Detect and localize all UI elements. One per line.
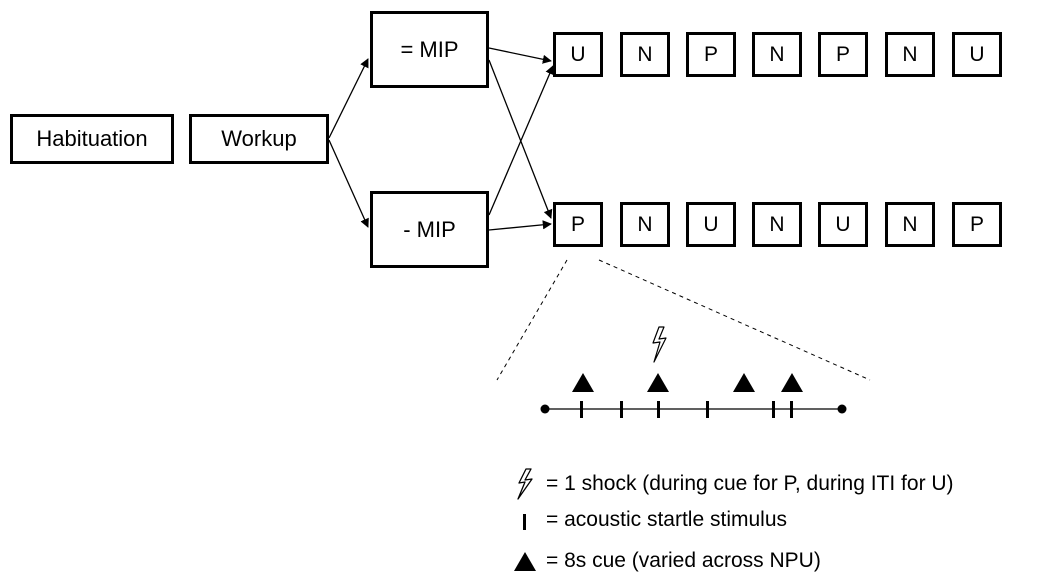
seq-bottom-6-label: N <box>902 212 918 236</box>
seq-bottom-1-label: P <box>570 212 585 236</box>
lightning-bolt-icon <box>512 468 538 500</box>
seq-top-3-label: P <box>703 42 718 66</box>
cue-triangle <box>781 373 803 392</box>
seq-top-1: U <box>553 32 603 77</box>
legend-startle: = acoustic startle stimulus <box>512 508 787 532</box>
mip-minus-label: - MIP <box>403 216 456 242</box>
arrow-mip-plus-to-top <box>488 47 552 64</box>
seq-bottom-1: P <box>553 202 603 247</box>
seq-bottom-2: N <box>620 202 670 247</box>
habituation-box: Habituation <box>10 114 174 164</box>
arrow-mip-minus-to-top <box>488 65 554 216</box>
seq-bottom-2-label: N <box>637 212 653 236</box>
seq-bottom-6: N <box>885 202 935 247</box>
seq-bottom-5: U <box>818 202 868 247</box>
seq-bottom-3: U <box>686 202 736 247</box>
arrow-mip-minus-to-bottom <box>488 220 552 231</box>
cue-triangle <box>733 373 755 392</box>
seq-top-5: P <box>818 32 868 77</box>
seq-bottom-5-label: U <box>835 212 851 236</box>
seq-top-2: N <box>620 32 670 77</box>
arrow-workup-to-mip-plus <box>328 58 369 139</box>
seq-bottom-4-label: N <box>769 212 785 236</box>
seq-top-7-label: U <box>969 42 985 66</box>
seq-bottom-7-label: P <box>969 212 984 236</box>
workup-box: Workup <box>189 114 329 164</box>
arrow-mip-plus-to-bottom <box>488 59 553 219</box>
cue-triangle <box>647 373 669 392</box>
startle-tick <box>580 401 583 418</box>
legend-shock-text: = 1 shock (during cue for P, during ITI … <box>546 472 954 495</box>
legend-startle-text: = acoustic startle stimulus <box>546 508 788 531</box>
shock-bolt-icon <box>652 326 667 363</box>
timeline-start-dot <box>540 404 550 414</box>
startle-tick <box>790 401 793 418</box>
seq-top-3: P <box>686 32 736 77</box>
startle-tick <box>657 401 660 418</box>
zoom-line-right <box>598 259 871 381</box>
seq-bottom-3-label: U <box>703 212 719 236</box>
timeline-end-dot <box>837 404 847 414</box>
seq-top-6: N <box>885 32 935 77</box>
seq-top-4-label: N <box>769 42 785 66</box>
legend-cue-text: = 8s cue (varied across NPU) <box>546 549 821 572</box>
seq-top-4: N <box>752 32 802 77</box>
mip-plus-label: = MIP <box>400 36 459 62</box>
tick-mark-icon <box>512 509 538 531</box>
arrow-workup-to-mip-minus <box>328 139 369 228</box>
seq-top-1-label: U <box>570 42 586 66</box>
legend-shock: = 1 shock (during cue for P, during ITI … <box>512 468 954 500</box>
seq-top-5-label: P <box>835 42 850 66</box>
seq-top-2-label: N <box>637 42 653 66</box>
seq-bottom-4: N <box>752 202 802 247</box>
filled-triangle-icon <box>512 550 538 572</box>
startle-tick <box>772 401 775 418</box>
legend-cue: = 8s cue (varied across NPU) <box>512 549 821 573</box>
startle-tick <box>620 401 623 418</box>
seq-top-6-label: N <box>902 42 918 66</box>
cue-triangle <box>572 373 594 392</box>
seq-bottom-7: P <box>952 202 1002 247</box>
seq-top-7: U <box>952 32 1002 77</box>
mip-plus-box: = MIP <box>370 11 489 88</box>
zoom-line-left <box>496 259 568 381</box>
habituation-label: Habituation <box>36 126 148 151</box>
startle-tick <box>706 401 709 418</box>
workup-label: Workup <box>221 126 297 151</box>
mip-minus-box: - MIP <box>370 191 489 268</box>
